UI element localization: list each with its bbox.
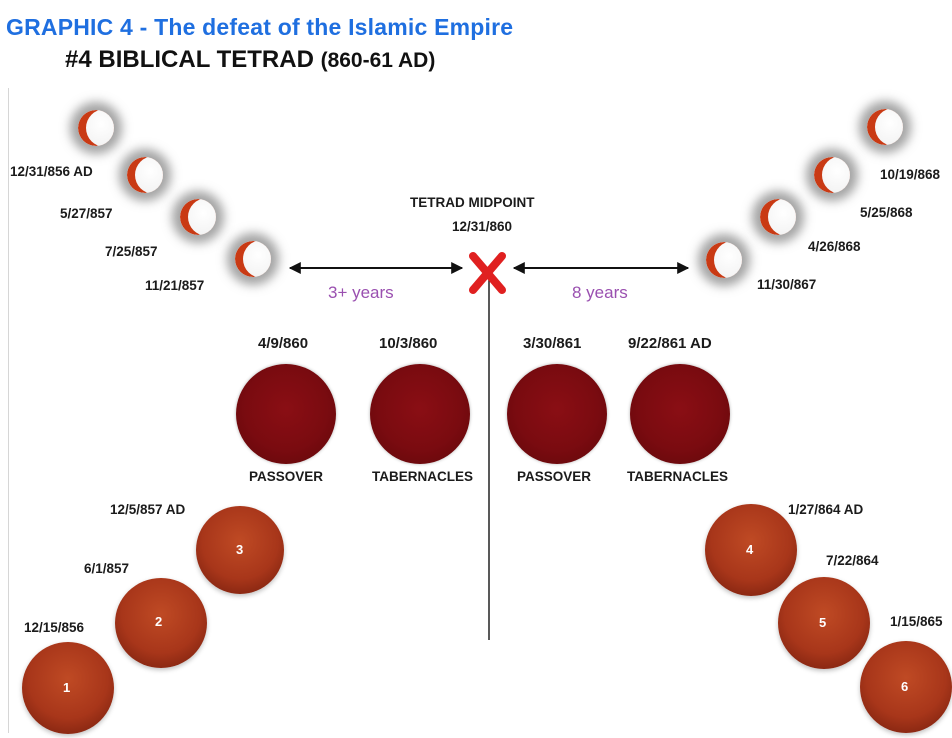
solar-number: 5 <box>819 615 827 630</box>
blood-moon <box>630 364 730 464</box>
blood-moon <box>507 364 607 464</box>
tetrad-date: 10/3/860 <box>379 335 438 352</box>
eclipse-date: 5/25/868 <box>860 205 913 220</box>
eclipse-date: 5/27/857 <box>60 206 113 221</box>
feast-label: PASSOVER <box>249 469 324 484</box>
lunar-eclipse-icon <box>127 157 163 193</box>
page-subtitle: #4 BIBLICAL TETRAD (860-61 AD) <box>65 46 435 74</box>
solar-number: 1 <box>63 680 71 695</box>
solar-date: 1/15/865 <box>890 614 943 629</box>
page-title: GRAPHIC 4 - The defeat of the Islamic Em… <box>6 14 514 40</box>
solar-number: 2 <box>155 614 163 629</box>
eclipse-date: 11/30/867 <box>757 277 817 292</box>
lunar-eclipse-icon <box>867 109 903 145</box>
eclipse-date: 11/21/857 <box>145 278 205 293</box>
eclipse-date: 7/25/857 <box>105 244 158 259</box>
blood-moon <box>236 364 336 464</box>
solar-number: 3 <box>236 542 244 557</box>
solar-date: 1/27/864 AD <box>788 502 864 517</box>
left-edge-line <box>8 88 9 733</box>
blood-moon <box>370 364 470 464</box>
right-span-label: 8 years <box>572 283 628 302</box>
midpoint-label: TETRAD MIDPOINT <box>410 195 535 210</box>
solar-date: 12/15/856 <box>24 620 85 635</box>
tetrad-date: 9/22/861 AD <box>628 335 712 352</box>
solar-eclipse: 6 <box>860 641 952 733</box>
lunar-eclipse-icon <box>814 157 850 193</box>
solar-eclipse: 1 <box>22 642 114 734</box>
midpoint-x-marker <box>469 252 506 294</box>
feast-label: TABERNACLES <box>372 469 473 484</box>
solar-eclipse: 2 <box>115 578 207 668</box>
subtitle-years: (860-61 AD) <box>320 49 436 72</box>
midpoint-date: 12/31/860 <box>452 219 513 234</box>
solar-eclipse: 4 <box>705 504 797 596</box>
subtitle-main: #4 BIBLICAL TETRAD <box>65 46 314 73</box>
solar-eclipse: 3 <box>196 506 284 594</box>
lunar-eclipse-icon <box>760 199 796 235</box>
solar-date: 12/5/857 AD <box>110 502 186 517</box>
lunar-eclipse-icon <box>78 110 114 146</box>
lunar-eclipse-icon <box>180 199 216 235</box>
eclipse-date: 10/19/868 <box>880 167 941 182</box>
tetrad-date: 4/9/860 <box>258 335 309 352</box>
solar-number: 6 <box>901 679 909 694</box>
lunar-eclipse-icon <box>235 241 271 277</box>
feast-label: PASSOVER <box>517 469 592 484</box>
solar-eclipse: 5 <box>778 577 870 669</box>
eclipse-date: 12/31/856 AD <box>10 164 93 179</box>
solar-number: 4 <box>746 542 754 557</box>
solar-date: 7/22/864 <box>826 553 879 568</box>
left-span-label: 3+ years <box>328 283 394 302</box>
lunar-eclipse-icon <box>706 242 742 278</box>
tetrad-date: 3/30/861 <box>523 335 582 352</box>
solar-date: 6/1/857 <box>84 561 130 576</box>
feast-label: TABERNACLES <box>627 469 728 484</box>
eclipse-date: 4/26/868 <box>808 239 861 254</box>
